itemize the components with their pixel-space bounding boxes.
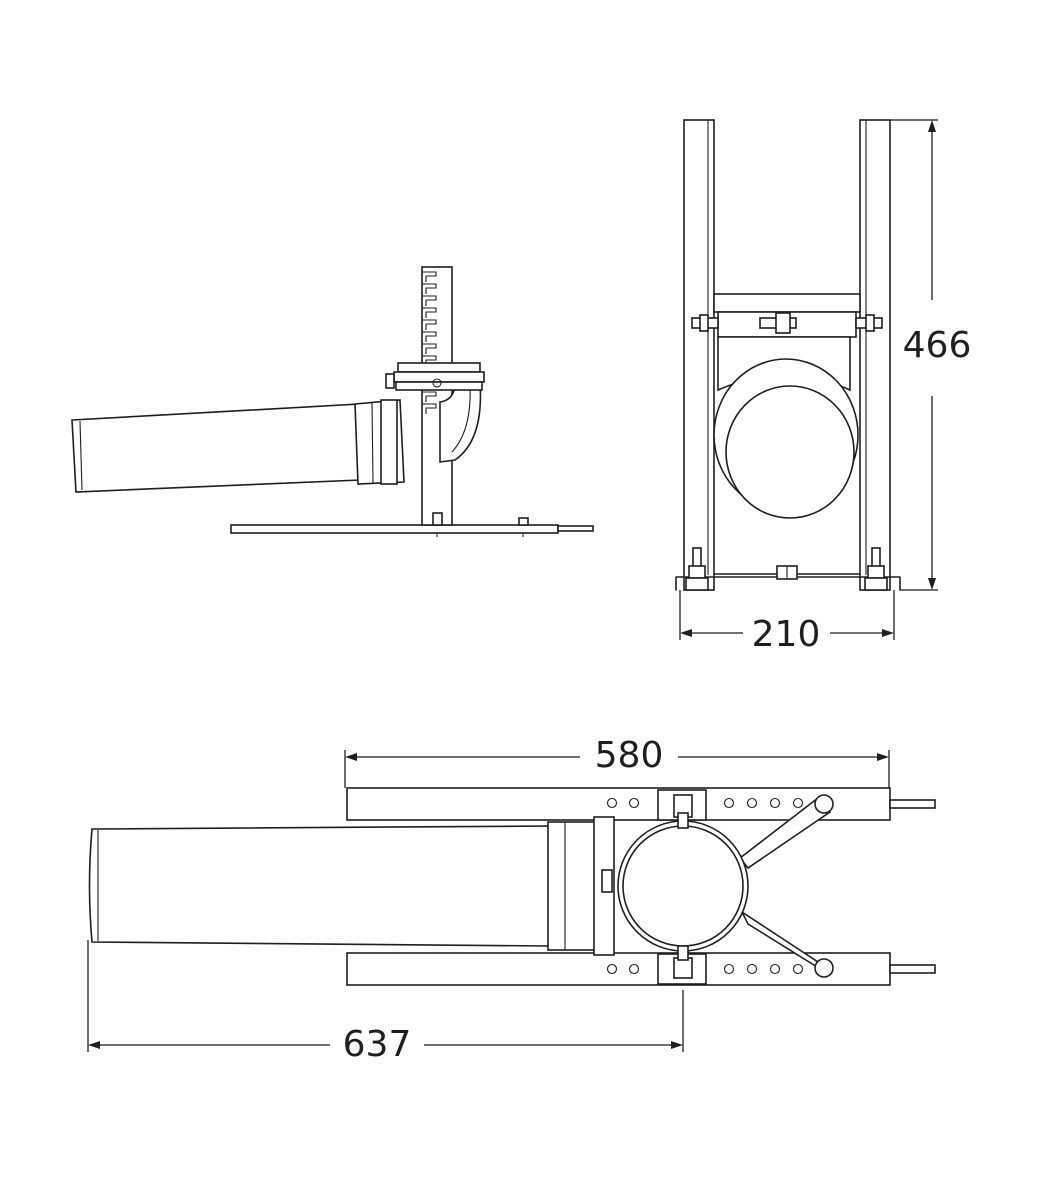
top-rail-tab-lower bbox=[889, 964, 936, 974]
top-view bbox=[88, 787, 936, 986]
dimension-offset-label: 637 bbox=[343, 1024, 412, 1065]
side-long-pipe bbox=[71, 403, 361, 493]
dimension-height-label: 466 bbox=[903, 325, 972, 366]
front-view bbox=[675, 119, 901, 591]
dimension-offset: 637 bbox=[87, 940, 684, 1065]
top-rail-tab-upper bbox=[889, 799, 936, 809]
dimension-length-label: 580 bbox=[595, 735, 664, 776]
front-socket-top bbox=[713, 293, 861, 313]
top-strut-upper bbox=[738, 796, 832, 870]
front-right-post bbox=[859, 119, 891, 591]
side-base-plate bbox=[230, 524, 559, 534]
front-pipe-inner bbox=[725, 385, 855, 519]
dimension-height: 466 bbox=[890, 119, 972, 591]
side-socket-ring bbox=[380, 399, 398, 485]
side-top-collar bbox=[397, 362, 481, 373]
side-view bbox=[71, 266, 594, 537]
dimension-width-label: 210 bbox=[752, 614, 821, 655]
dimension-width: 210 bbox=[679, 590, 895, 655]
top-rail-holes bbox=[606, 797, 804, 975]
side-bolt-left bbox=[432, 512, 443, 526]
top-pipe-socket bbox=[547, 821, 597, 951]
side-bolt-right bbox=[518, 517, 529, 526]
side-clamp-nut bbox=[432, 378, 442, 388]
front-left-post bbox=[683, 119, 715, 591]
side-clamp-bolt bbox=[385, 373, 395, 389]
side-plate-tab bbox=[557, 525, 594, 532]
top-rail-lower bbox=[346, 952, 891, 986]
front-bottom-bolts bbox=[685, 547, 888, 591]
dimension-length: 580 bbox=[344, 735, 890, 788]
top-elbow-inner bbox=[622, 825, 744, 947]
top-long-pipe bbox=[88, 825, 551, 947]
